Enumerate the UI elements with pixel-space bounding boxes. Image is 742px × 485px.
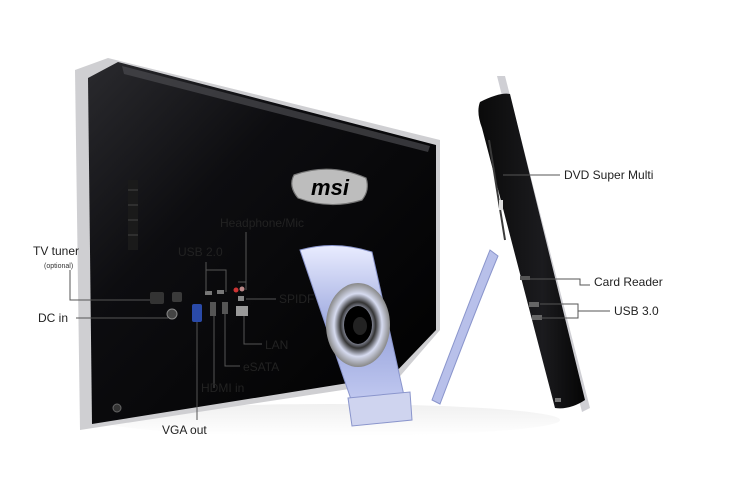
label-spdif: SPIDF <box>279 292 315 306</box>
msi-logo: msi <box>291 168 368 206</box>
usb3-port-1 <box>529 302 539 307</box>
all-in-one-side-view <box>431 76 590 412</box>
floor-shadow <box>100 404 560 436</box>
tv-tuner-port <box>172 292 182 302</box>
label-dc-in: DC in <box>38 311 69 325</box>
label-tv-tuner-note: (optional) <box>44 263 74 270</box>
usb2-port-2 <box>217 290 224 294</box>
dvd-slot <box>488 139 506 241</box>
side-vent <box>128 180 138 250</box>
power-button <box>112 403 122 413</box>
mic-jack <box>239 286 245 292</box>
label-hdmi-in: HDMI in <box>201 381 245 395</box>
io-panel <box>150 286 248 322</box>
label-headphone-mic: Headphone/Mic <box>220 216 305 230</box>
stand <box>299 244 413 427</box>
label-dvd-super-multi: DVD Super Multi <box>564 168 654 182</box>
hdmi-port <box>210 302 216 316</box>
esata-port <box>222 302 228 314</box>
lan-port <box>236 306 248 316</box>
headphone-jack <box>233 287 239 293</box>
usb2-port-1 <box>205 291 212 295</box>
callout-lines <box>69 174 610 420</box>
label-vga-out: VGA out <box>162 423 207 437</box>
label-usb2: USB 2.0 <box>178 245 223 259</box>
label-lan: LAN <box>265 338 289 352</box>
card-reader-slot <box>520 276 530 280</box>
msi-logo-text: msi <box>311 175 350 200</box>
spdif-port <box>238 296 244 301</box>
label-card-reader: Card Reader <box>594 275 663 289</box>
dc-in-port <box>166 308 178 320</box>
vga-port <box>192 304 202 322</box>
usb3-port-2 <box>532 315 542 320</box>
label-esata: eSATA <box>243 360 280 374</box>
label-usb3: USB 3.0 <box>614 304 659 318</box>
label-tv-tuner: TV tuner <box>33 244 80 258</box>
